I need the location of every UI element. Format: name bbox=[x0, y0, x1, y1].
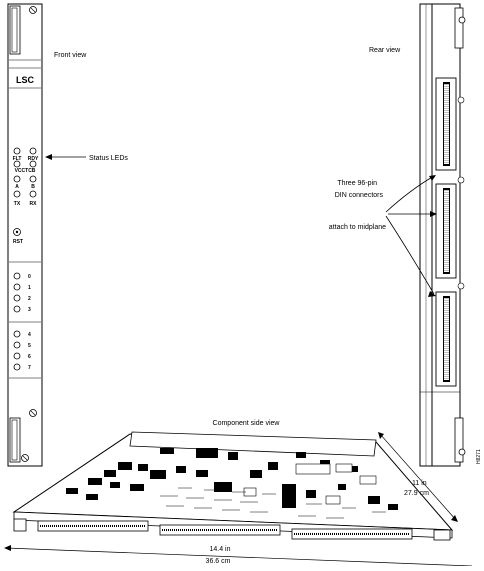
port-led-6-icon bbox=[13, 352, 21, 360]
rear-panel bbox=[419, 3, 466, 467]
connector-leaders bbox=[385, 175, 435, 295]
rear-view-title: Rear view bbox=[369, 47, 401, 54]
port-led-7-label: 7 bbox=[28, 365, 31, 371]
led-a-label: A bbox=[15, 184, 19, 190]
port-led-3-icon bbox=[13, 305, 21, 313]
port-led-5-label: 5 bbox=[28, 343, 31, 349]
port-led-4-label: 4 bbox=[28, 332, 31, 338]
led-tx-label: TX bbox=[14, 201, 21, 207]
front-view-title: Front view bbox=[54, 52, 87, 59]
port-led-5-icon bbox=[13, 341, 21, 349]
port-led-2-label: 2 bbox=[28, 296, 31, 302]
width-in-label: 14.4 in bbox=[209, 546, 230, 553]
connector-note-line2: DIN connectors bbox=[335, 192, 384, 199]
port-led-7-icon bbox=[13, 363, 21, 371]
tx-led-icon bbox=[13, 190, 21, 198]
port-led-0-label: 0 bbox=[28, 274, 31, 280]
component-view-title: Component side view bbox=[213, 420, 281, 427]
led-rx-label: RX bbox=[30, 201, 38, 207]
a-led-icon bbox=[13, 175, 21, 183]
port-led-6-label: 6 bbox=[28, 354, 31, 360]
width-cm-label: 36.6 cm bbox=[206, 558, 231, 565]
width-dimension bbox=[5, 547, 473, 567]
rdy-led-icon bbox=[29, 147, 37, 155]
port-led-1-icon bbox=[13, 283, 21, 291]
port-led-1-label: 1 bbox=[28, 285, 31, 291]
led-rdy-label: RDY bbox=[28, 156, 39, 162]
card-label: LSC bbox=[16, 75, 35, 85]
rx-led-icon bbox=[29, 190, 37, 198]
ic-chips bbox=[66, 448, 398, 510]
led-group-label: VCCTCB bbox=[15, 168, 36, 174]
depth-dimension bbox=[379, 433, 457, 521]
depth-in-label: 11 in bbox=[412, 480, 427, 487]
depth-cm-label: 27.9 cm bbox=[404, 490, 429, 497]
port-led-0-icon bbox=[13, 272, 21, 280]
figure-id: H8271 bbox=[476, 449, 482, 464]
flt-led-icon bbox=[13, 147, 21, 155]
connector-note-line3: attach to midplane bbox=[329, 224, 386, 231]
b-led-icon bbox=[29, 175, 37, 183]
status-leds-label: Status LEDs bbox=[89, 155, 128, 162]
port-led-2-icon bbox=[13, 294, 21, 302]
component-board bbox=[12, 431, 454, 541]
connector-note-line1: Three 96-pin bbox=[337, 180, 377, 187]
reset-label: RST bbox=[13, 239, 23, 245]
led-b-label: B bbox=[31, 184, 35, 190]
led-flt-label: FLT bbox=[13, 156, 22, 162]
front-panel: LSC FLT RDY VCCTCB A B TX RX RST 0 1 2 3 bbox=[7, 3, 43, 467]
port-led-3-label: 3 bbox=[28, 307, 31, 313]
port-led-4-icon bbox=[13, 330, 21, 338]
